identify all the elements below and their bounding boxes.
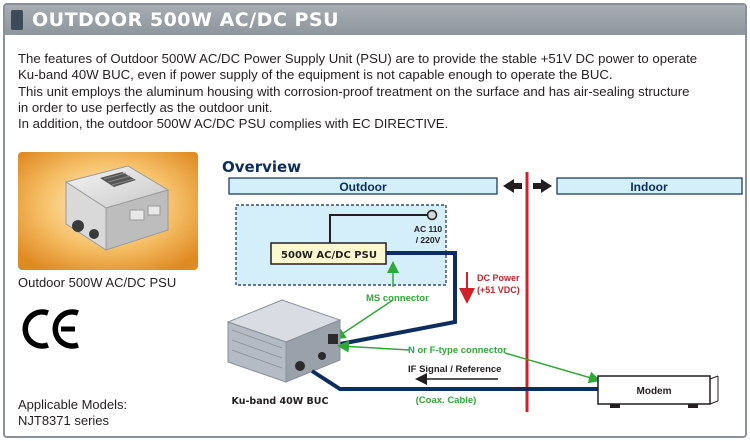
product-photo (18, 152, 198, 270)
indoor-header-box (556, 177, 743, 195)
description-line: In addition, the outdoor 500W AC/DC PSU … (18, 116, 449, 132)
description-line: This unit employs the aluminum housing w… (18, 83, 690, 99)
header-accent (11, 10, 23, 30)
n-connector-arrow-2 (504, 352, 601, 384)
outdoor-indoor-arrow-icon (503, 179, 552, 193)
ac-label-voltage: / 220V (416, 235, 441, 245)
ac-label: AC 110 (414, 224, 443, 234)
description: The features of Outdoor 500W AC/DC Power… (18, 51, 738, 132)
product-caption: Outdoor 500W AC/DC PSU (18, 275, 177, 290)
dc-power-label: DC Power (477, 273, 520, 283)
outdoor-header-box (228, 177, 498, 195)
n-connector-label: N or F-type connector (408, 345, 507, 356)
coax-label: (Coax. Cable) (416, 395, 477, 406)
header-bar (5, 5, 745, 35)
dc-power-cable (339, 251, 457, 346)
page-title: OUTDOOR 500W AC/DC PSU (32, 9, 340, 31)
ms-connector-arrow-2 (333, 299, 394, 340)
ce-mark-icon (22, 307, 84, 356)
models-label: Applicable Models: (18, 397, 128, 412)
buc-device-icon (226, 299, 342, 383)
description-line: in order to use perfectly as the outdoor… (18, 99, 273, 115)
ac-input-line (329, 214, 428, 243)
modem-device-icon (597, 375, 719, 408)
modem-label: Modem (637, 386, 672, 397)
dc-power-value: (+51 VDC) (477, 285, 520, 295)
buc-label: Ku-band 40W BUC (232, 396, 329, 407)
psu-label: 500W AC/DC PSU (281, 250, 377, 261)
models-value: NJT8371 series (18, 413, 110, 428)
description-line: Ku-band 40W BUC, even if power supply of… (18, 67, 613, 83)
indoor-label: Indoor (630, 180, 668, 194)
if-cable (310, 369, 598, 391)
n-connector-arrow (337, 340, 411, 353)
overview-title: Overview (222, 158, 301, 176)
description-line: The features of Outdoor 500W AC/DC Power… (18, 51, 698, 66)
page-frame (3, 3, 747, 438)
ms-connector-label: MS connector (366, 293, 429, 304)
if-signal-label: IF Signal / Reference (408, 364, 501, 375)
outdoor-label: Outdoor (339, 180, 387, 194)
ac-terminal-icon (426, 209, 438, 221)
